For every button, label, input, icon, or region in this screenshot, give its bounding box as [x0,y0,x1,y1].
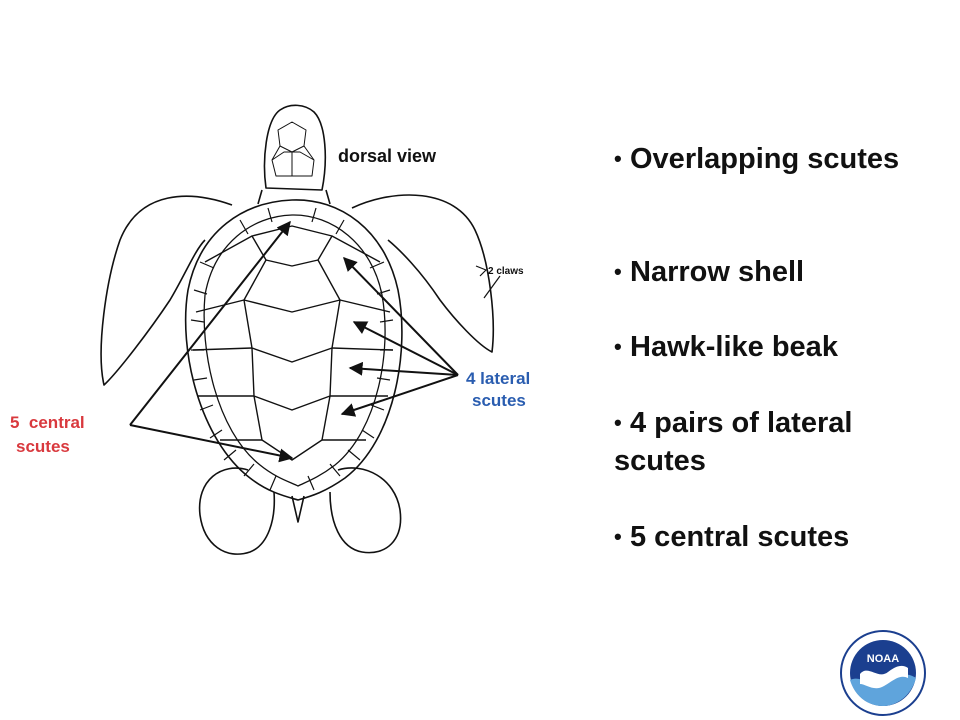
claws-label: 2 claws [488,266,524,277]
central-label-line2: scutes [16,437,70,456]
lateral-label-line2: scutes [472,391,526,410]
noaa-logo-icon: NOAA [840,630,926,716]
noaa-logo-text: NOAA [867,653,899,665]
bullet-dot-icon: • [614,259,622,284]
turtle-head [263,104,327,191]
bullet-item: •4 pairs of lateral scutes [614,404,944,480]
left-rear-flipper [198,467,276,555]
left-front-flipper [100,195,233,386]
bullet-dot-icon: • [614,524,622,549]
lateral-label-line1: 4 lateral [466,369,530,388]
bullet-item: •5 central scutes [614,518,849,556]
central-label-line1: 5 central [10,413,85,432]
turtle-tail [291,495,305,523]
carapace-outline [184,199,403,501]
right-rear-flipper [329,467,402,554]
bullet-item: •Hawk-like beak [614,328,838,366]
bullet-dot-icon: • [614,146,622,171]
bullet-dot-icon: • [614,334,622,359]
right-front-flipper [351,194,494,353]
bullet-dot-icon: • [614,410,622,435]
dorsal-view-label: dorsal view [338,146,437,166]
bullet-item: •Overlapping scutes [614,140,899,178]
claws-pointer [483,275,501,299]
bullet-item: •Narrow shell [614,253,804,291]
central-arrows [129,220,294,463]
lateral-arrows [340,256,459,417]
